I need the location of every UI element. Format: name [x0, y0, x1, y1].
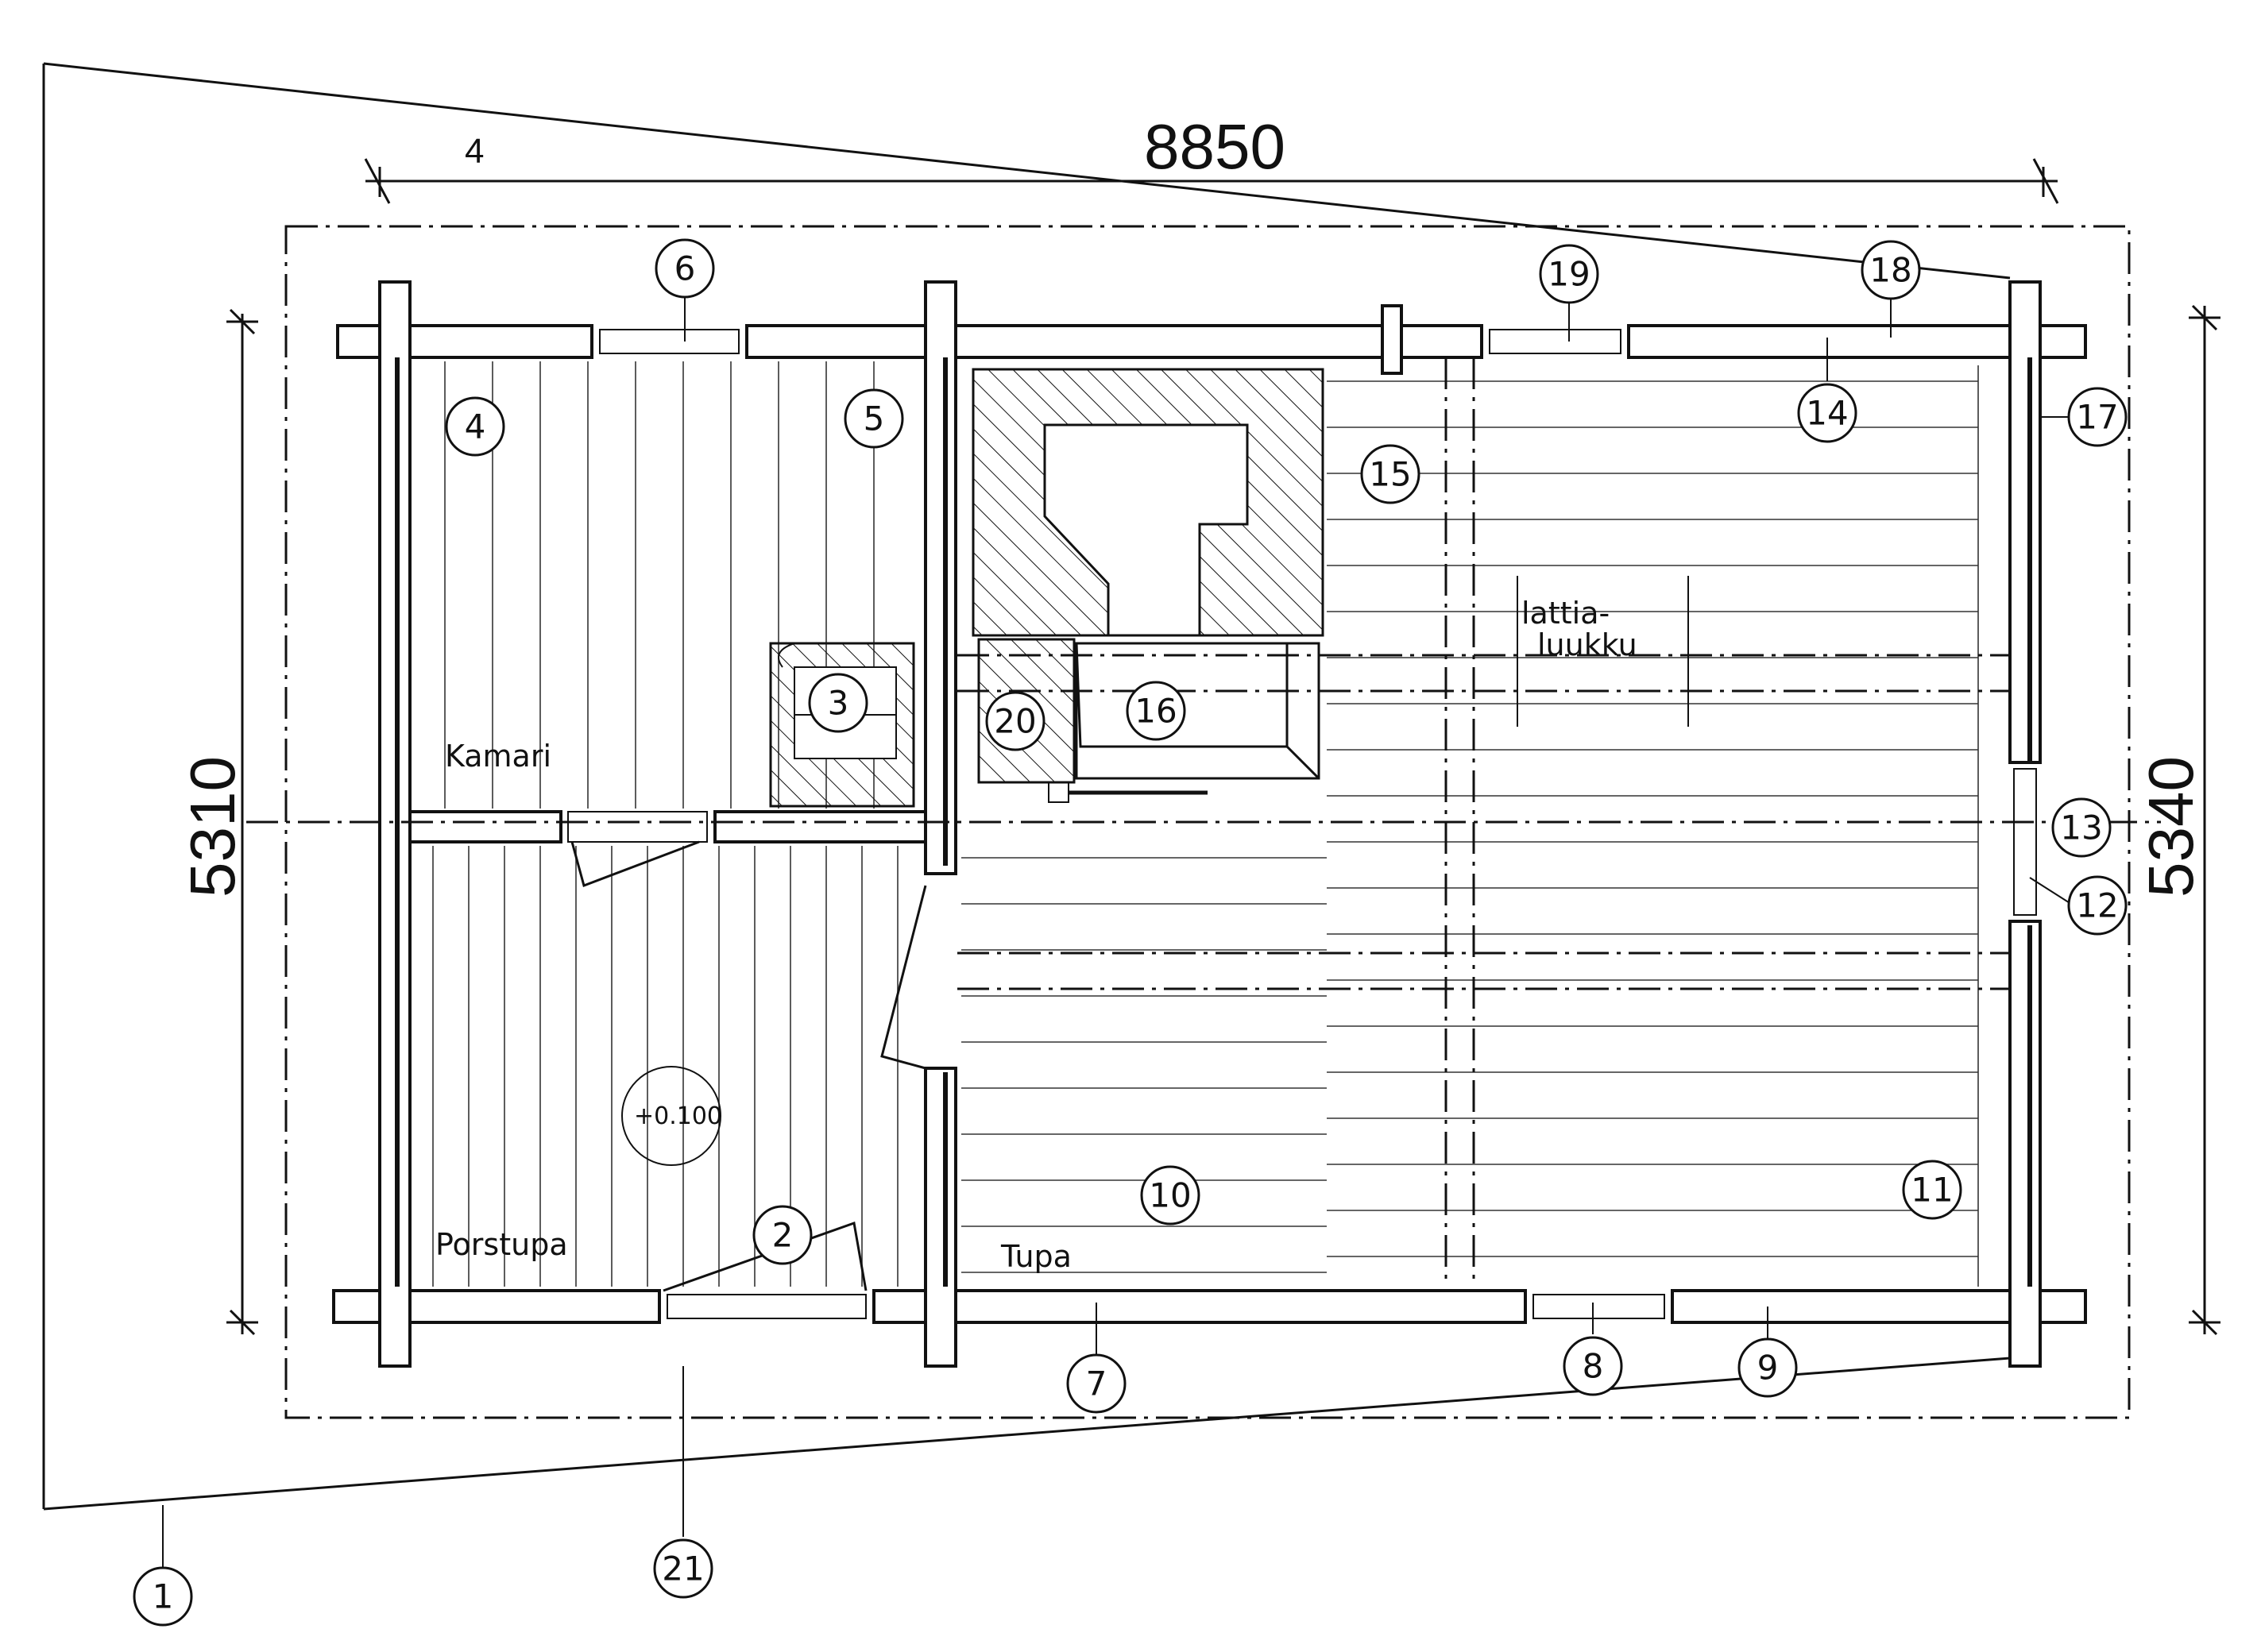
- callout-number: 19: [1548, 255, 1590, 294]
- room-label-kamari: Kamari: [445, 739, 551, 774]
- callout-6: 6: [655, 238, 715, 299]
- floor-boards-porstupa: [432, 846, 899, 1287]
- right-dimension-label: 5340: [2135, 756, 2206, 897]
- site-boundary: [42, 62, 2011, 1511]
- callout-circle: [2067, 875, 2128, 936]
- callout-circle: [1861, 240, 1921, 300]
- callout-circle: [1360, 444, 1420, 504]
- callout-circle: [844, 388, 904, 449]
- floor-hatch-label-2: luukku: [1537, 627, 1637, 662]
- floor-boards-kamari: [444, 361, 875, 809]
- callout-circle: [752, 1205, 813, 1265]
- callout-7: 7: [1066, 1353, 1127, 1414]
- callout-5: 5: [844, 388, 904, 449]
- callout-number: 16: [1134, 692, 1177, 731]
- callout-circle: [1126, 681, 1186, 741]
- callout-circle: [1902, 1160, 1962, 1220]
- floor-hatch: [1517, 576, 1689, 727]
- callout-circle: [2067, 387, 2128, 447]
- callout-12: 12: [2067, 875, 2128, 936]
- callout-3: 3: [808, 673, 868, 733]
- callout-number: 2: [772, 1216, 794, 1255]
- callout-circle: [1539, 244, 1599, 304]
- callout-number: 8: [1583, 1347, 1604, 1386]
- top-dimension-line: [364, 158, 2059, 204]
- right-dimension-line: [2189, 304, 2220, 1336]
- callout-11: 11: [1902, 1160, 1962, 1220]
- callout-number: 5: [864, 399, 885, 438]
- top-small-label: 4: [465, 132, 484, 171]
- callout-circle: [1140, 1165, 1200, 1225]
- callout-number: 10: [1149, 1176, 1191, 1215]
- callout-9: 9: [1737, 1337, 1798, 1398]
- left-dimension-line: [226, 308, 258, 1336]
- callout-19: 19: [1539, 244, 1599, 304]
- callout-16: 16: [1126, 681, 1186, 741]
- callout-8: 8: [1563, 1336, 1623, 1396]
- callout-circle: [2051, 797, 2112, 858]
- callout-leaders: [162, 298, 2074, 1569]
- callout-20: 20: [985, 691, 1045, 751]
- callout-number: 3: [828, 684, 849, 723]
- callout-number: 14: [1806, 394, 1848, 433]
- room-label-porstupa: Porstupa: [435, 1227, 568, 1262]
- callout-1: 1: [133, 1566, 193, 1627]
- left-dimension-label: 5310: [177, 756, 248, 897]
- callout-circle: [445, 396, 505, 457]
- callout-circle: [1737, 1337, 1798, 1398]
- callout-circle: [1797, 383, 1857, 443]
- callout-number: 9: [1757, 1349, 1779, 1388]
- callout-number: 13: [2060, 809, 2102, 847]
- callout-10: 10: [1140, 1165, 1200, 1225]
- callout-number: 21: [662, 1550, 704, 1588]
- room-label-tupa: Tupa: [1000, 1239, 1072, 1274]
- door-swings: [570, 840, 927, 1292]
- callout-number: 15: [1369, 455, 1411, 494]
- callout-circle: [808, 673, 868, 733]
- floor-boards-tupa: [961, 365, 1979, 1287]
- callout-4: 4: [445, 396, 505, 457]
- callout-number: 11: [1911, 1171, 1953, 1210]
- axis-lines: [246, 357, 2161, 1287]
- callout-17: 17: [2067, 387, 2128, 447]
- callout-number: 1: [153, 1577, 174, 1616]
- level-marker-circle: [621, 1066, 721, 1166]
- callout-2: 2: [752, 1205, 813, 1265]
- callout-13: 13: [2051, 797, 2112, 858]
- callout-circle: [1066, 1353, 1127, 1414]
- level-marker-label: +0.100: [634, 1102, 722, 1130]
- callout-number: 17: [2076, 398, 2118, 437]
- callout-circle: [1563, 1336, 1623, 1396]
- callout-circle: [653, 1538, 713, 1599]
- callout-number: 6: [674, 249, 696, 288]
- top-dimension-label: 8850: [1144, 111, 1285, 182]
- callout-21: 21: [653, 1538, 713, 1599]
- walls: [332, 280, 2087, 1368]
- callout-number: 18: [1869, 251, 1911, 290]
- callout-number: 20: [994, 702, 1036, 741]
- callout-number: 4: [465, 407, 486, 446]
- callout-circle: [133, 1566, 193, 1627]
- callout-18: 18: [1861, 240, 1921, 300]
- floor-hatch-label-1: lattia-: [1521, 596, 1610, 631]
- callout-circle: [655, 238, 715, 299]
- callout-number: 12: [2076, 886, 2118, 925]
- callout-15: 15: [1360, 444, 1420, 504]
- callout-number: 7: [1086, 1364, 1107, 1403]
- callout-14: 14: [1797, 383, 1857, 443]
- callout-circle: [985, 691, 1045, 751]
